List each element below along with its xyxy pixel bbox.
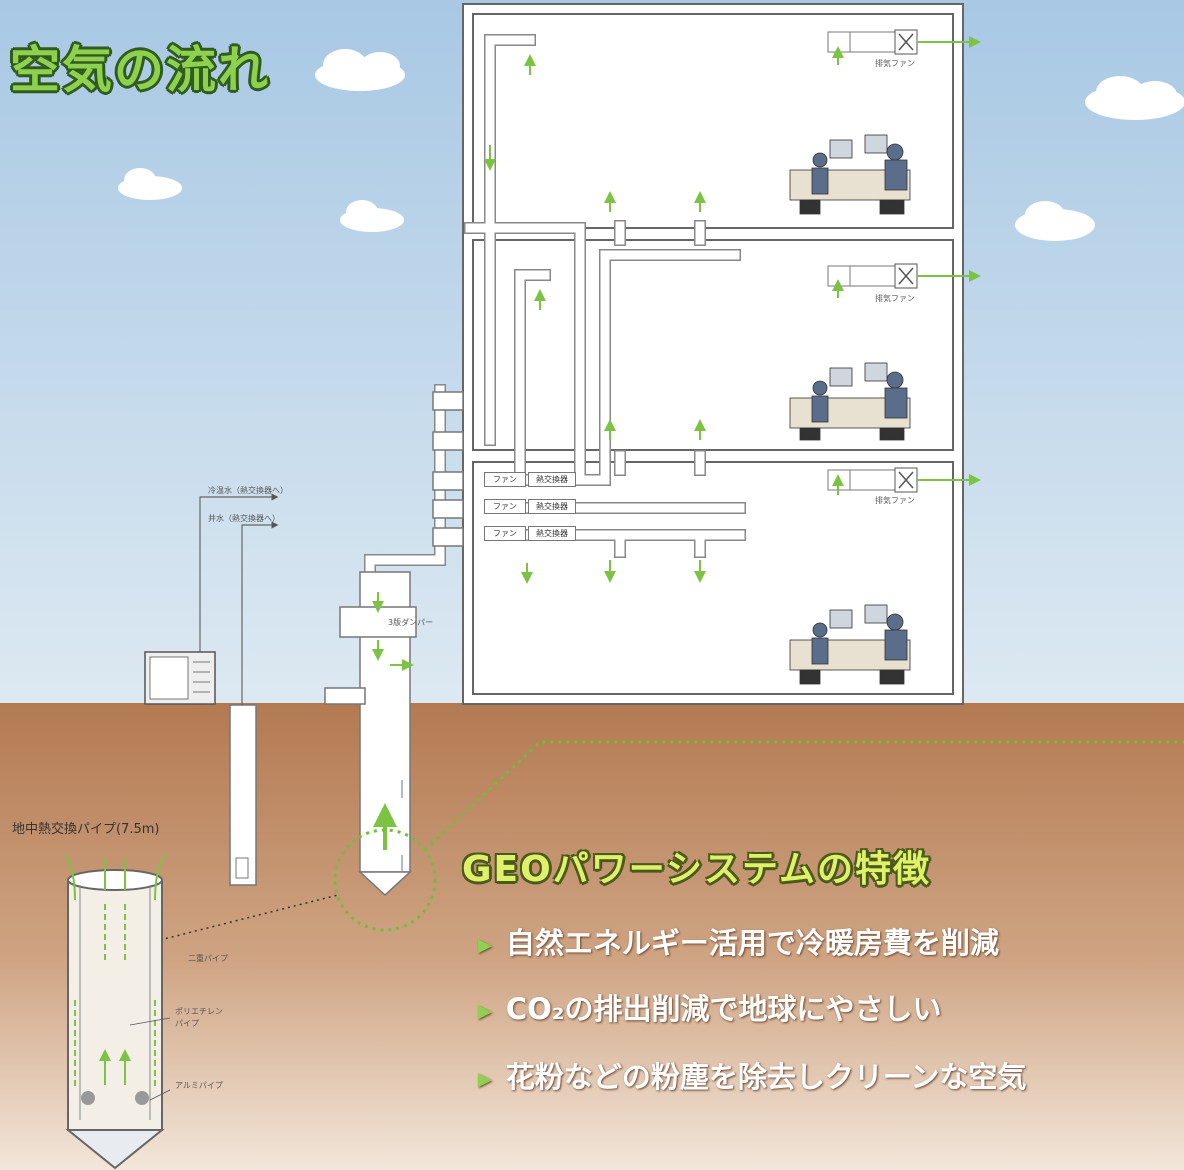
- cold-water-label: 冷温水（熱交換器へ）: [208, 486, 288, 495]
- airflow-arrows: [372, 46, 844, 850]
- fan-label: ファン: [484, 526, 526, 541]
- pipe-airflow: [64, 854, 166, 1090]
- feature-item: ▶CO₂の排出削減で地球にやさしい: [478, 992, 942, 1026]
- page-title: 空気の流れ: [10, 41, 270, 99]
- well-water-label: 井水（熱交換器へ）: [208, 514, 280, 523]
- heat-exchanger-label: 熱交換器: [528, 472, 576, 487]
- clouds: [118, 49, 1184, 241]
- duct-branches: [432, 391, 464, 547]
- callout-lines: [333, 740, 1184, 932]
- double-pipe-label: 二重パイプ: [188, 954, 228, 963]
- damper-label: 3版ダンパー: [388, 618, 434, 627]
- well-pipe: [199, 497, 275, 886]
- pipe-leaders: [129, 1017, 171, 1101]
- poly-pipe-label: ポリエチレン: [175, 1007, 223, 1016]
- ground-pipe-label: 地中熱交換パイプ(7.5m): [12, 822, 160, 837]
- office-workers-icon: [789, 362, 911, 441]
- pipe-callout-line: [159, 894, 339, 941]
- exhaust-fan-icon: [827, 263, 981, 289]
- heat-exchanger-label: 熱交換器: [528, 499, 576, 514]
- fan-label: ファン: [484, 472, 526, 487]
- exhaust-fan-label: 排気ファン: [875, 496, 915, 505]
- heat-exchanger-label: 熱交換器: [528, 526, 576, 541]
- office-workers-icon: [789, 134, 911, 215]
- feature-item: ▶花粉などの粉塵を除去しクリーンな空気: [478, 1060, 1027, 1094]
- features-title: GEOパワーシステムの特徴: [462, 849, 931, 890]
- ground: [0, 703, 1184, 1170]
- feature-item: ▶自然エネルギー活用で冷暖房費を削減: [478, 926, 999, 960]
- ground-pipe: [65, 869, 165, 1170]
- alu-pipe-label: アルミパイプ: [175, 1081, 223, 1090]
- poly-pipe-label-2: パイプ: [175, 1019, 199, 1028]
- office-workers-icon: [789, 604, 911, 685]
- exhaust-fan-label: 排気ファン: [875, 59, 915, 68]
- building: [462, 3, 964, 705]
- intake-shaft: [324, 571, 417, 897]
- outdoor-unit: [144, 651, 216, 705]
- fan-label: ファン: [484, 499, 526, 514]
- exhaust-fan-label: 排気ファン: [875, 294, 915, 303]
